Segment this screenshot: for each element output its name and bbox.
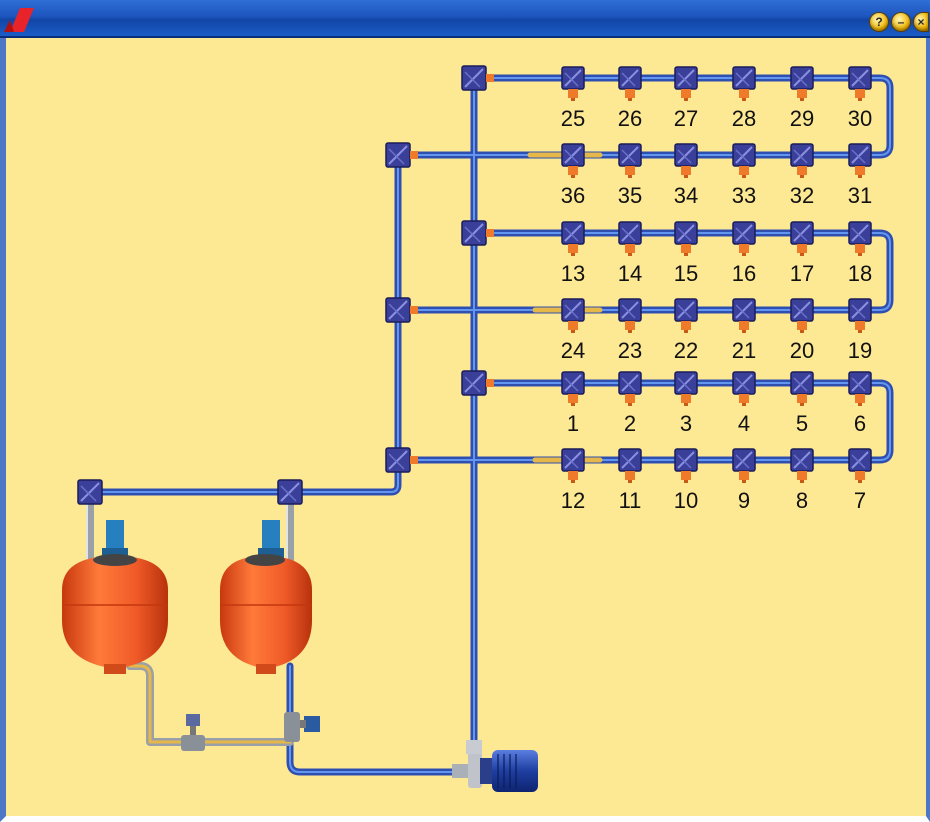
header-valve[interactable] (385, 297, 418, 323)
emitter-label: 25 (561, 106, 585, 131)
emitter-1[interactable]: 1 (561, 371, 585, 436)
emitter-label: 33 (732, 183, 756, 208)
emitter-21[interactable]: 21 (732, 298, 756, 363)
emitter-label: 11 (619, 488, 642, 513)
title-bar: ? – × (0, 0, 930, 38)
emitter-34[interactable]: 34 (674, 143, 698, 208)
emitter-20[interactable]: 20 (790, 298, 814, 363)
emitter-8[interactable]: 8 (790, 448, 814, 513)
close-button[interactable]: × (914, 13, 928, 31)
emitter-label: 15 (674, 261, 698, 286)
emitter-label: 9 (738, 488, 750, 513)
emitter-4[interactable]: 4 (732, 371, 756, 436)
emitter-25[interactable]: 25 (561, 66, 585, 131)
emitter-17[interactable]: 17 (790, 221, 814, 286)
emitter-label: 6 (854, 411, 866, 436)
emitter-15[interactable]: 15 (674, 221, 698, 286)
emitter-label: 2 (624, 411, 636, 436)
emitter-27[interactable]: 27 (674, 66, 698, 131)
emitter-label: 23 (618, 338, 642, 363)
header-valve[interactable] (461, 370, 494, 396)
emitter-label: 34 (674, 183, 698, 208)
emitter-label: 13 (561, 261, 585, 286)
emitter-32[interactable]: 32 (790, 143, 814, 208)
emitter-label: 35 (618, 183, 642, 208)
emitter-36[interactable]: 36 (561, 143, 585, 208)
emitter-18[interactable]: 18 (848, 221, 872, 286)
minimize-button[interactable]: – (892, 13, 910, 31)
emitter-10[interactable]: 10 (674, 448, 698, 513)
pump[interactable] (452, 740, 538, 792)
emitter-label: 16 (732, 261, 756, 286)
emitter-label: 26 (618, 106, 642, 131)
emitter-13[interactable]: 13 (561, 221, 585, 286)
emitter-5[interactable]: 5 (790, 371, 814, 436)
emitter-label: 8 (796, 488, 808, 513)
pipe-network (86, 74, 894, 779)
emitter-label: 19 (848, 338, 872, 363)
emitter-label: 18 (848, 261, 872, 286)
emitter-label: 22 (674, 338, 698, 363)
emitter-label: 24 (561, 338, 585, 363)
emitter-30[interactable]: 30 (848, 66, 872, 131)
emitter-label: 14 (618, 261, 642, 286)
emitter-label: 30 (848, 106, 872, 131)
valve-left[interactable] (181, 714, 205, 751)
emitter-label: 10 (674, 488, 698, 513)
emitter-35[interactable]: 35 (618, 143, 642, 208)
emitter-label: 29 (790, 106, 814, 131)
header-valve[interactable] (277, 479, 303, 505)
header-valve[interactable] (385, 447, 418, 473)
tank-left[interactable] (62, 520, 168, 674)
emitter-3[interactable]: 3 (674, 371, 698, 436)
header-valve[interactable] (385, 142, 418, 168)
emitter-label: 12 (561, 488, 585, 513)
emitter-26[interactable]: 26 (618, 66, 642, 131)
emitter-label: 5 (796, 411, 808, 436)
valve-right[interactable] (284, 712, 320, 742)
emitter-16[interactable]: 16 (732, 221, 756, 286)
emitter-label: 1 (567, 411, 579, 436)
emitter-label: 3 (680, 411, 692, 436)
emitter-24[interactable]: 24 (561, 298, 585, 363)
emitter-6[interactable]: 6 (848, 371, 872, 436)
emitter-11[interactable]: 11 (618, 448, 642, 513)
emitter-label: 17 (790, 261, 814, 286)
tank-right[interactable] (220, 520, 312, 674)
emitter-label: 36 (561, 183, 585, 208)
emitter-label: 20 (790, 338, 814, 363)
header-valve[interactable] (461, 65, 494, 91)
emitter-33[interactable]: 33 (732, 143, 756, 208)
emitter-label: 27 (674, 106, 698, 131)
irrigation-diagram: 2526272829303635343332311314151617182423… (62, 65, 894, 792)
emitter-29[interactable]: 29 (790, 66, 814, 131)
help-button[interactable]: ? (870, 13, 888, 31)
header-valves (77, 65, 494, 505)
emitter-9[interactable]: 9 (732, 448, 756, 513)
emitter-label: 21 (732, 338, 756, 363)
emitter-label: 31 (848, 183, 872, 208)
emitter-31[interactable]: 31 (848, 143, 872, 208)
emitter-28[interactable]: 28 (732, 66, 756, 131)
emitter-22[interactable]: 22 (674, 298, 698, 363)
emitter-7[interactable]: 7 (848, 448, 872, 513)
emitter-label: 28 (732, 106, 756, 131)
emitter-2[interactable]: 2 (618, 371, 642, 436)
emitter-label: 32 (790, 183, 814, 208)
header-valve[interactable] (461, 220, 494, 246)
header-valve[interactable] (77, 479, 103, 505)
app-logo-icon (4, 8, 34, 32)
emitter-23[interactable]: 23 (618, 298, 642, 363)
emitter-14[interactable]: 14 (618, 221, 642, 286)
emitter-12[interactable]: 12 (561, 448, 585, 513)
emitter-19[interactable]: 19 (848, 298, 872, 363)
emitter-label: 7 (854, 488, 866, 513)
emitter-label: 4 (738, 411, 750, 436)
